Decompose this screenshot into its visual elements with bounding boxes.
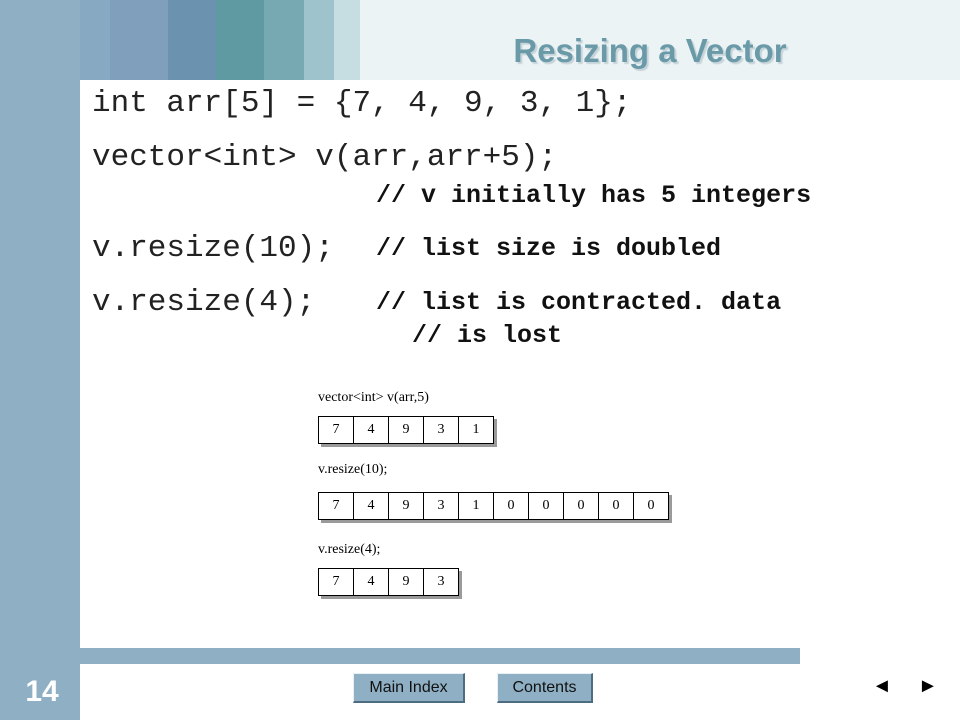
vector-cell: 9 — [388, 568, 424, 596]
vector-cell: 0 — [563, 492, 599, 520]
comment-initial-size: // v initially has 5 integers — [376, 181, 812, 210]
vector-cell: 9 — [388, 416, 424, 444]
vector-cell: 4 — [353, 568, 389, 596]
code-line-resize-10: v.resize(10); — [92, 231, 334, 266]
vector-cell: 7 — [318, 416, 354, 444]
code-line-vector: vector<int> v(arr,arr+5); — [92, 140, 558, 175]
vector-cell: 7 — [318, 492, 354, 520]
vector-cell: 7 — [318, 568, 354, 596]
diagram-label-resize-10: v.resize(10); — [318, 462, 388, 477]
main-index-button[interactable]: Main Index — [353, 673, 465, 703]
code-line-resize-4: v.resize(4); — [92, 285, 316, 320]
comment-resize-4-a: // list is contracted. data — [376, 288, 782, 317]
contents-button[interactable]: Contents — [497, 673, 593, 703]
next-slide-arrow-icon[interactable]: ► — [918, 675, 938, 697]
comment-resize-10: // list size is doubled — [376, 234, 722, 263]
slide-content-area — [80, 80, 960, 720]
vector-cell: 1 — [458, 492, 494, 520]
diagram-label-initial: vector<int> v(arr,5) — [318, 390, 429, 405]
bottom-rule — [26, 648, 800, 664]
code-line-array: int arr[5] = {7, 4, 9, 3, 1}; — [92, 86, 632, 121]
vector-cell: 0 — [493, 492, 529, 520]
vector-cell: 4 — [353, 492, 389, 520]
vector-cell: 3 — [423, 416, 459, 444]
vector-cell: 9 — [388, 492, 424, 520]
prev-slide-arrow-icon[interactable]: ◄ — [872, 675, 892, 697]
vector-cell: 0 — [528, 492, 564, 520]
diagram-label-resize-4: v.resize(4); — [318, 542, 381, 557]
vector-cell: 4 — [353, 416, 389, 444]
slide-number: 14 — [25, 675, 59, 708]
vector-cell: 3 — [423, 568, 459, 596]
left-frame-bar — [0, 0, 80, 720]
vector-cell: 3 — [423, 492, 459, 520]
comment-resize-4-b: // is lost — [412, 321, 563, 350]
top-decorative-stripes — [80, 0, 960, 80]
slide-title: Resizing a Vector — [513, 32, 787, 69]
vector-cell: 0 — [598, 492, 634, 520]
vector-cell: 0 — [633, 492, 669, 520]
vector-cell: 1 — [458, 416, 494, 444]
